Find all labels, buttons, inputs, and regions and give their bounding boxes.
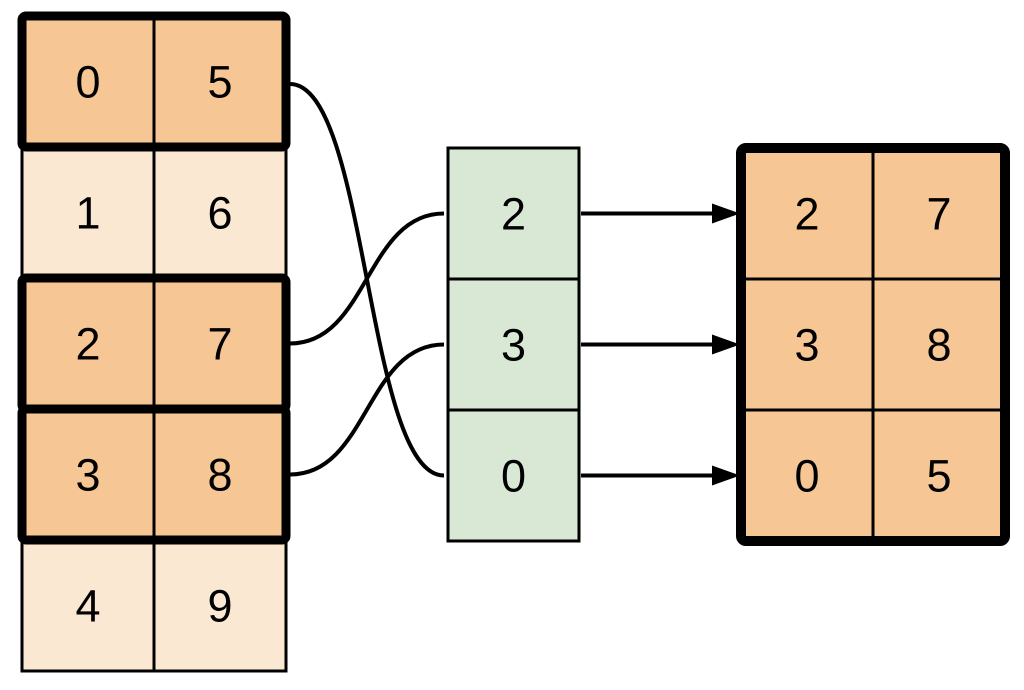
result-table: 2 7 3 8 0 5 [736, 143, 1010, 546]
source-cell-r1c1-value: 6 [207, 187, 232, 238]
source-cell-r0c1-value: 5 [207, 56, 232, 107]
index-to-result-arrows [581, 203, 740, 486]
arrow-index-2-to-result-row2 [581, 465, 740, 486]
arrow-index-0-to-result-row0 [581, 203, 740, 224]
index-cell-2-value: 0 [501, 450, 526, 501]
index-cell-1-value: 3 [501, 319, 526, 370]
curve-source-row2-to-index-2 [289, 211, 445, 346]
source-to-index-curves [289, 82, 445, 478]
index-cell-1 [446, 277, 581, 412]
index-cell-0 [446, 146, 581, 281]
source-cell-r4c0 [20, 538, 156, 673]
arrow-index-1-to-result-row1 [581, 334, 740, 355]
result-cell-r1c0 [739, 277, 875, 412]
source-cell-r3c1 [152, 407, 288, 542]
index-cell-2 [446, 408, 581, 543]
source-cell-r3c0-value: 3 [75, 449, 100, 500]
source-cell-r2c1-value: 7 [207, 318, 232, 369]
source-cell-r4c0-value: 4 [75, 580, 100, 631]
result-cell-r2c1-value: 5 [926, 450, 951, 501]
result-cell-r2c0-value: 0 [794, 450, 819, 501]
source-cell-r3c1-value: 8 [207, 449, 232, 500]
index-cell-0-value: 2 [501, 188, 526, 239]
source-cell-r2c1 [152, 276, 288, 411]
source-cell-r4c1 [152, 538, 288, 673]
index-column: 2 3 0 [446, 146, 581, 543]
source-cell-r0c0-value: 0 [75, 56, 100, 107]
result-cell-r2c1 [871, 408, 1007, 543]
source-cell-r2c0-value: 2 [75, 318, 100, 369]
result-cell-r0c0-value: 2 [794, 188, 819, 239]
source-table: 0 5 1 6 2 7 3 8 4 9 [17, 11, 291, 673]
curve-source-row3-to-index-3 [289, 342, 445, 477]
result-cell-r1c0-value: 3 [794, 319, 819, 370]
result-table-outline [736, 143, 1010, 546]
result-cell-r1c1 [871, 277, 1007, 412]
source-cell-r0c0 [20, 14, 156, 149]
source-cell-r1c1 [152, 145, 288, 280]
source-cell-r4c1-value: 9 [207, 580, 232, 631]
source-row3-highlight-outline [17, 404, 291, 545]
source-cell-r1c0-value: 1 [75, 187, 100, 238]
result-cell-r0c1-value: 7 [926, 188, 951, 239]
result-cell-r1c1-value: 8 [926, 319, 951, 370]
source-cell-r0c1 [152, 14, 288, 149]
result-cell-r2c0 [739, 408, 875, 543]
source-row0-highlight-outline [17, 11, 291, 152]
